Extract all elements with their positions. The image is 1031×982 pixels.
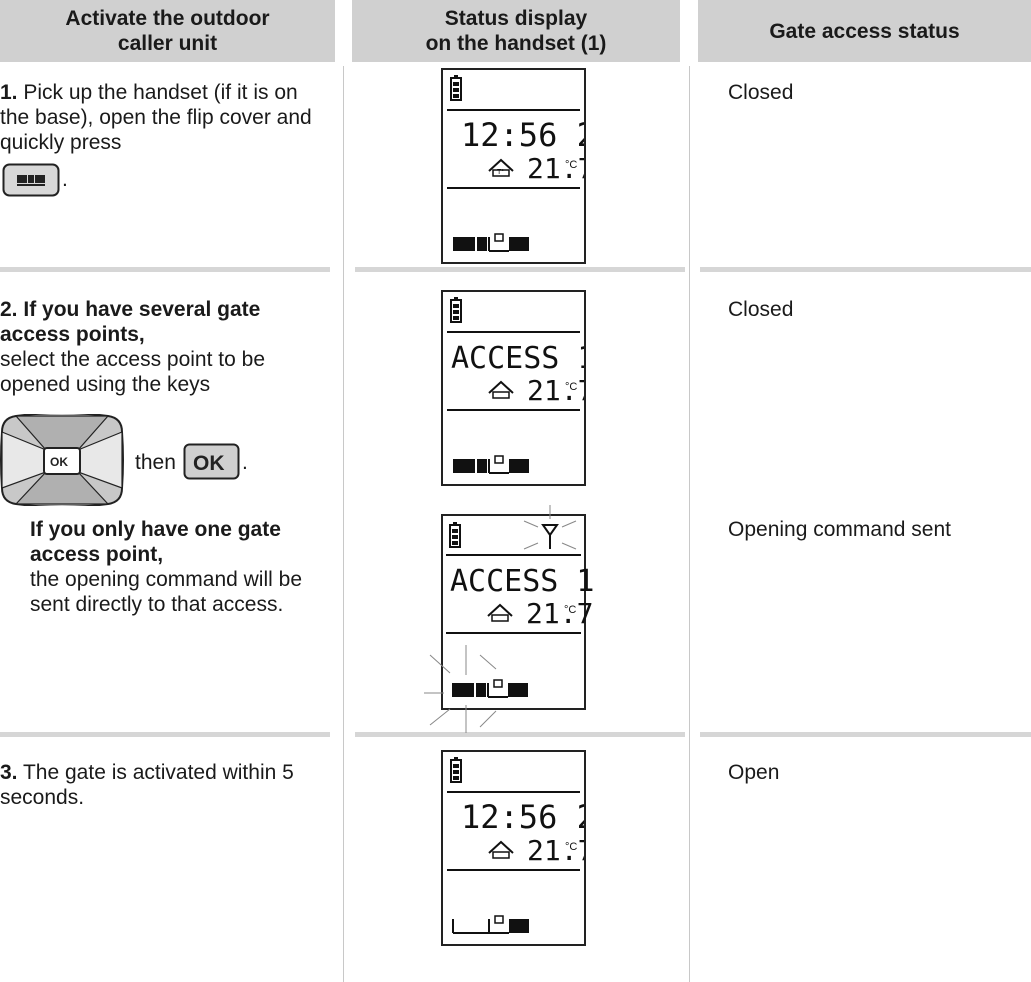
svg-text:°C: °C	[565, 159, 577, 171]
svg-text:21.7: 21.7	[527, 834, 584, 867]
svg-text:OK: OK	[193, 452, 225, 475]
then-text: then	[135, 451, 176, 474]
battery-icon	[449, 522, 461, 548]
header-activate: Activate the outdoor caller unit	[0, 0, 335, 62]
svg-text:21.7: 21.7	[526, 597, 593, 630]
row-separator	[355, 267, 685, 272]
gate-closed-icon	[453, 233, 529, 252]
blink-marks	[424, 645, 497, 733]
svg-text:12:56 23.4: 12:56 23.4	[461, 798, 584, 836]
svg-text:°C: °C	[565, 381, 577, 393]
ok-button-icon[interactable]: OK	[183, 443, 240, 480]
house-temperature-icon: T°	[488, 158, 514, 177]
row-separator	[0, 732, 330, 737]
house-temperature-icon	[488, 380, 514, 399]
gate-status-row-4: Open	[728, 761, 780, 784]
gate-button-icon	[2, 163, 60, 197]
house-temperature-icon	[487, 603, 513, 622]
column-divider	[343, 66, 344, 982]
handset-display-row-1: 12:56 23.4 T° 21.7 °C	[441, 68, 586, 264]
antenna-icon	[523, 505, 577, 550]
gate-closed-icon	[453, 455, 529, 474]
svg-text:°C: °C	[564, 604, 576, 616]
gate-status-row-3: Opening command sent	[728, 518, 951, 541]
svg-text:°C: °C	[565, 841, 577, 853]
row-separator	[0, 267, 330, 272]
navigation-pad-icon[interactable]: OK	[0, 412, 124, 508]
house-temperature-icon	[488, 840, 514, 859]
gate-closed-icon	[452, 679, 528, 698]
handset-display-row-2: ACCESS 1 21.7 °C	[441, 290, 586, 486]
battery-icon	[450, 757, 462, 783]
gate-status-row-1: Closed	[728, 81, 794, 104]
svg-text:ACCESS 1: ACCESS 1	[450, 564, 595, 599]
battery-icon	[450, 75, 462, 101]
single-access-text: If you only have one gate access point, …	[30, 518, 302, 616]
header-gate-status: Gate access status	[698, 0, 1031, 62]
svg-text:ACCESS 1: ACCESS 1	[451, 341, 584, 376]
header-status-display: Status display on the handset (1)	[352, 0, 680, 62]
handset-display-row-4: 12:56 23.4 21.7 °C	[441, 750, 586, 946]
svg-text:12:56 23.4: 12:56 23.4	[461, 116, 584, 154]
step-2-text: 2. If you have several gate access point…	[0, 298, 265, 396]
gate-status-row-2: Closed	[728, 298, 794, 321]
handset-display-row-3: ACCESS 1 21.7 °C	[420, 505, 600, 735]
step-1-text: 1. Pick up the handset (if it is on the …	[0, 81, 312, 154]
row-separator	[700, 732, 1031, 737]
column-divider	[689, 66, 690, 982]
battery-icon	[450, 297, 462, 323]
step-3-text: 3. The gate is activated within 5 second…	[0, 761, 294, 809]
gate-open-icon	[452, 915, 529, 934]
svg-text:OK: OK	[50, 455, 68, 469]
svg-text:21.7: 21.7	[527, 374, 584, 407]
row-separator	[355, 732, 685, 737]
svg-text:21.7: 21.7	[527, 152, 584, 185]
row-separator	[700, 267, 1031, 272]
svg-text:T°: T°	[497, 168, 504, 176]
